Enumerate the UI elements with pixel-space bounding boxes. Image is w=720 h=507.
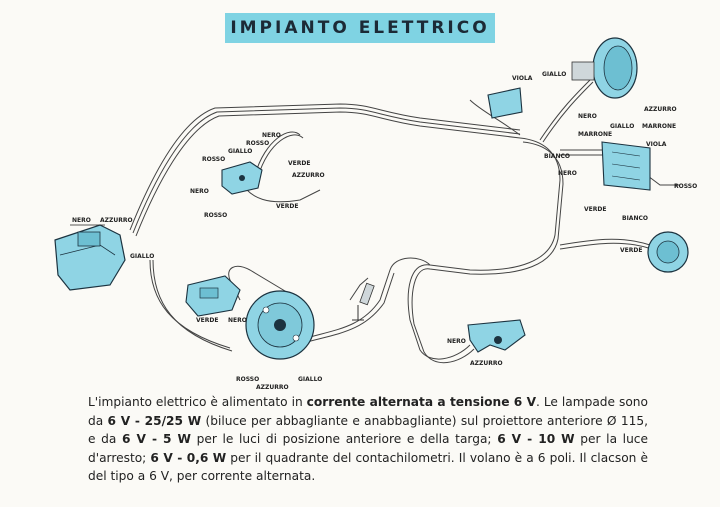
label-nero: NERO <box>228 317 247 324</box>
spark-plug <box>352 282 375 321</box>
label-nero: NERO <box>262 132 281 139</box>
stop-switch <box>467 319 526 353</box>
caption-part: per le luci di posizione anteriore e del… <box>190 432 498 446</box>
label-rosso: ROSSO <box>204 212 227 219</box>
label-azzurro: AZZURRO <box>470 360 503 367</box>
label-azzurro: AZZURRO <box>256 384 289 391</box>
label-giallo: GIALLO <box>228 148 252 155</box>
label-nero: NERO <box>72 217 91 224</box>
caption-bold: 6 V - 0,6 W <box>150 450 227 465</box>
label-azzurro: AZZURRO <box>292 172 325 179</box>
label-rosso: ROSSO <box>246 140 269 147</box>
caption-part: per il quadrante del contachilometri. Il… <box>88 450 648 484</box>
label-rosso: ROSSO <box>236 376 259 383</box>
label-giallo: GIALLO <box>610 123 634 130</box>
caption-part: per la luce d'arresto; <box>88 432 648 465</box>
label-giallo: GIALLO <box>542 71 566 78</box>
label-verde: VERDE <box>620 247 642 254</box>
title-banner: IMPIANTO ELETTRICO <box>225 13 495 43</box>
label-rosso: ROSSO <box>674 183 697 190</box>
caption-bold: 6 V - 10 W <box>497 432 575 446</box>
label-nero: NERO <box>447 338 466 345</box>
label-verde: VERDE <box>196 317 218 324</box>
tail-light <box>487 87 523 119</box>
label-verde: VERDE <box>288 160 310 167</box>
description-text: L'impianto elettrico è alimentato in cor… <box>88 393 648 486</box>
label-rosso: ROSSO <box>202 156 225 163</box>
label-verde: VERDE <box>584 206 606 213</box>
label-marrone: MARRONE <box>642 123 676 130</box>
label-nero: NERO <box>190 188 209 195</box>
caption-bold: corrente alternata a tensione 6 V <box>306 395 537 409</box>
magneto-flywheel <box>245 290 315 360</box>
caption-bold: 6 V - 5 W <box>122 432 191 446</box>
light-switch-block <box>601 141 651 191</box>
headlight-unit <box>54 224 126 291</box>
label-nero: NERO <box>578 113 597 120</box>
label-marrone: MARRONE <box>578 131 612 138</box>
caption-bold: 6 V - 25/25 W <box>107 413 202 428</box>
label-viola: VIOLA <box>512 75 533 82</box>
junction-box <box>221 161 263 195</box>
label-viola: VIOLA <box>646 141 667 148</box>
wire-labels: NERO AZZURRO GIALLO NERO ROSSO GIALLO RO… <box>72 71 697 391</box>
horn <box>647 231 689 273</box>
caption-part: L'impianto elettrico è alimentato in <box>88 395 307 409</box>
label-verde: VERDE <box>276 203 298 210</box>
page-title: IMPIANTO ELETTRICO <box>230 18 490 38</box>
label-nero: NERO <box>558 170 577 177</box>
label-azzurro: AZZURRO <box>100 217 133 224</box>
caption-part: (biluce per abbagliante e anabbagliante)… <box>88 413 648 447</box>
label-bianco: BIANCO <box>544 153 570 160</box>
regulator-unit <box>185 275 241 317</box>
label-azzurro: AZZURRO <box>644 106 677 113</box>
label-giallo: GIALLO <box>130 253 154 260</box>
label-bianco: BIANCO <box>622 215 648 222</box>
caption-part: . Le lampade sono da <box>88 395 648 428</box>
speedometer <box>571 37 638 99</box>
label-giallo: GIALLO <box>298 376 322 383</box>
